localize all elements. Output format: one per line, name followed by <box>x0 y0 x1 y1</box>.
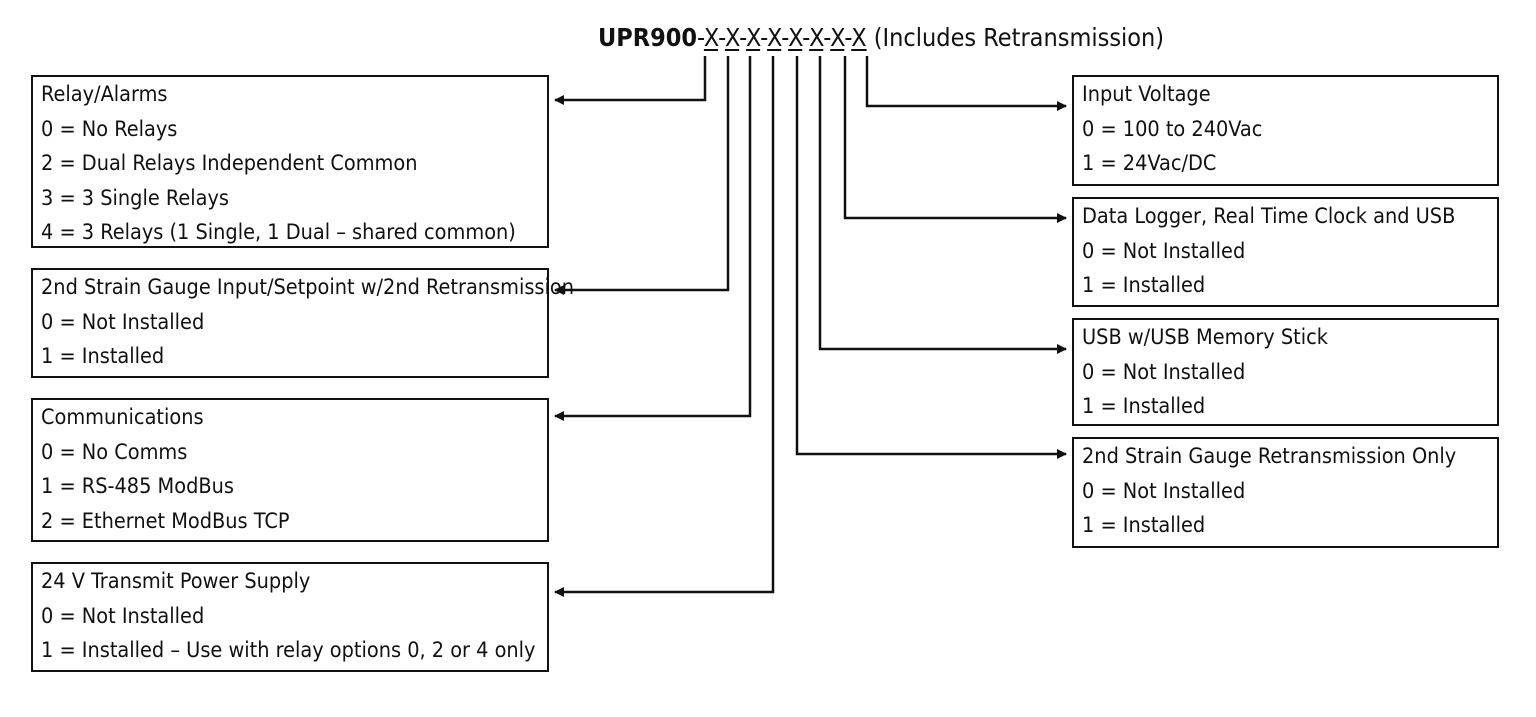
connector-comms <box>554 56 752 421</box>
option-item: 2 = Ethernet ModBus TCP <box>41 508 290 534</box>
option-title: Input Voltage <box>1082 82 1211 107</box>
connector-usb <box>818 56 1067 354</box>
option-item: 0 = No Relays <box>41 116 178 142</box>
option-item: 1 = RS-485 ModBus <box>41 474 234 499</box>
code-position-5: X <box>788 23 803 52</box>
header-suffix: (Includes Retransmission) <box>866 23 1165 52</box>
option-item: 0 = Not Installed <box>41 309 205 335</box>
code-position-3: X <box>745 23 761 52</box>
option-title: 24 V Transmit Power Supply <box>41 569 311 594</box>
code-position-7: X <box>830 23 845 52</box>
option-title: Communications <box>41 405 204 430</box>
option-item: 1 = 24Vac/DC <box>1082 151 1217 176</box>
code-position-8: X <box>851 23 867 52</box>
option-title: Relay/Alarms <box>41 82 168 107</box>
option-item: 1 = Installed <box>41 344 165 369</box>
model-number: UPR900 <box>598 23 698 52</box>
option-item: 4 = 3 Relays (1 Single, 1 Dual – shared … <box>41 220 516 245</box>
code-position-4: X <box>767 23 782 52</box>
option-box-relay-alarms: Relay/Alarms 0 = No Relays 2 = Dual Rela… <box>31 75 549 248</box>
option-item: 0 = No Comms <box>41 439 188 465</box>
option-item: 1 = Installed <box>1082 394 1206 419</box>
code-position-1: X <box>703 23 719 52</box>
option-title: Data Logger, Real Time Clock and USB <box>1082 204 1456 229</box>
option-box-power-supply: 24 V Transmit Power Supply 0 = Not Insta… <box>31 562 549 672</box>
separator: - <box>739 23 746 52</box>
option-box-strain-gauge-retransmission: 2nd Strain Gauge Retransmission Only 0 =… <box>1072 437 1499 548</box>
code-position-6: X <box>809 23 824 52</box>
connector-voltage <box>865 56 1067 111</box>
model-code-header: UPR900-X-X-X-X-X-X-X-X (Includes Retrans… <box>598 22 1164 54</box>
code-position-2: X <box>724 23 740 52</box>
option-item: 0 = Not Installed <box>1082 359 1246 385</box>
option-item: 1 = Installed – Use with relay options 0… <box>41 638 536 663</box>
option-item: 1 = Installed <box>1082 513 1206 538</box>
option-item: 0 = Not Installed <box>1082 238 1246 264</box>
option-box-communications: Communications 0 = No Comms 1 = RS-485 M… <box>31 398 549 542</box>
option-box-input-voltage: Input Voltage 0 = 100 to 240Vac 1 = 24Va… <box>1072 75 1499 186</box>
option-title: 2nd Strain Gauge Input/Setpoint w/2nd Re… <box>41 275 574 300</box>
option-title: USB w/USB Memory Stick <box>1082 325 1328 350</box>
separator: - <box>844 23 852 52</box>
option-item: 0 = 100 to 240Vac <box>1082 116 1263 142</box>
connector-retrans2 <box>795 56 1067 459</box>
option-box-strain-gauge-input: 2nd Strain Gauge Input/Setpoint w/2nd Re… <box>31 268 574 378</box>
separator: - <box>781 23 789 52</box>
connector-strain2 <box>554 56 730 295</box>
connector-logger <box>843 56 1067 223</box>
option-item: 0 = Not Installed <box>1082 478 1246 504</box>
option-title: 2nd Strain Gauge Retransmission Only <box>1082 444 1457 469</box>
option-box-usb: USB w/USB Memory Stick 0 = Not Installed… <box>1072 318 1499 426</box>
connector-relay <box>554 56 707 105</box>
connector-psu <box>554 56 775 597</box>
option-item: 2 = Dual Relays Independent Common <box>41 151 418 176</box>
separator: - <box>823 23 831 52</box>
option-item: 0 = Not Installed <box>41 603 205 629</box>
separator: - <box>718 23 725 52</box>
option-item: 3 = 3 Single Relays <box>41 185 229 211</box>
separator: - <box>760 23 768 52</box>
option-box-data-logger: Data Logger, Real Time Clock and USB 0 =… <box>1072 197 1499 307</box>
option-item: 1 = Installed <box>1082 273 1206 298</box>
separator: - <box>697 23 704 52</box>
separator: - <box>802 23 810 52</box>
